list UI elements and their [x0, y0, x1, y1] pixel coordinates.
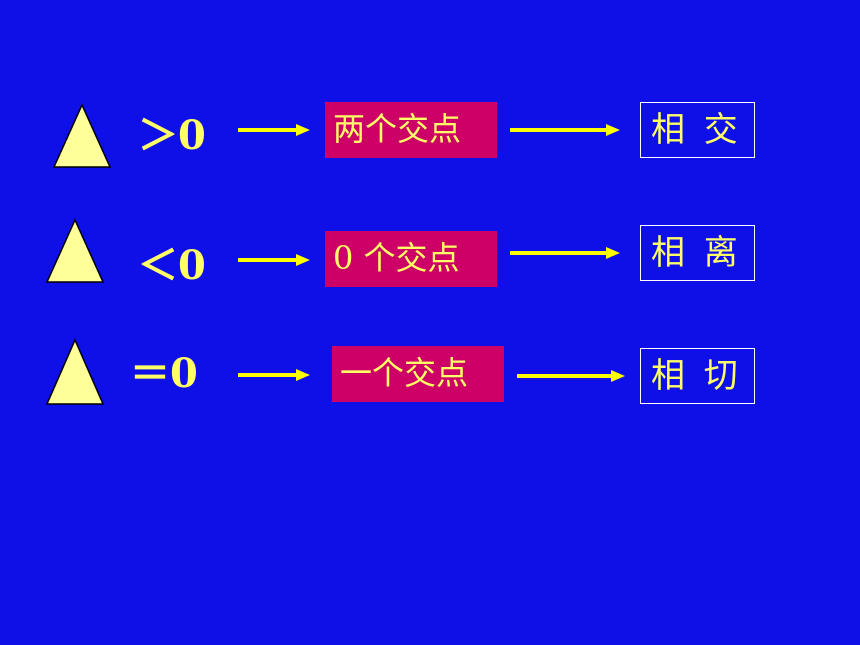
relation-box-separate: 相 离: [640, 225, 755, 281]
delta-triangle-icon: [52, 103, 112, 168]
arrow-right-icon: [517, 370, 625, 382]
condition-greater-than-zero: ＞0: [138, 112, 206, 159]
relation-box-intersect: 相 交: [640, 102, 755, 158]
intersection-box-two: 两个交点: [325, 102, 497, 158]
intersection-box-one: 一个交点: [332, 346, 504, 402]
delta-triangle-icon: [45, 338, 105, 405]
arrow-right-icon: [510, 247, 620, 259]
arrow-right-icon: [238, 369, 310, 381]
relation-box-tangent: 相 切: [640, 348, 755, 404]
condition-less-than-zero: ＜0: [138, 242, 206, 289]
arrow-right-icon: [510, 124, 620, 136]
intersection-box-zero: 0 个交点: [325, 231, 497, 287]
condition-equal-zero: ＝0: [130, 350, 198, 397]
arrow-right-icon: [238, 254, 310, 266]
arrow-right-icon: [238, 124, 310, 136]
delta-triangle-icon: [45, 218, 105, 283]
